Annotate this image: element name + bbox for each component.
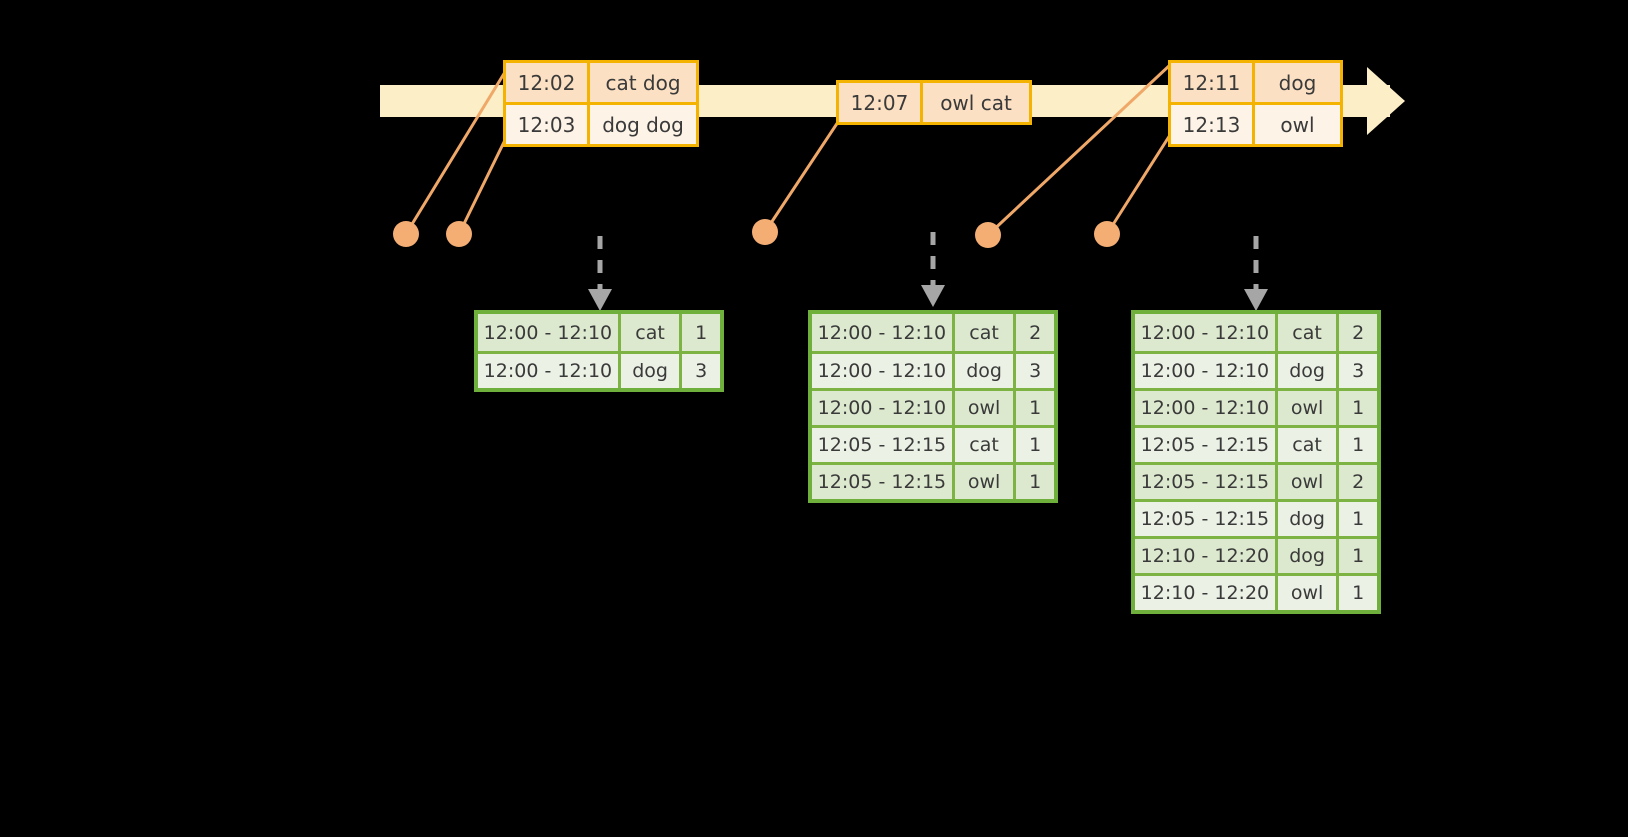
cell-count: 1 [1352, 397, 1365, 419]
event-dots [393, 219, 1120, 248]
event-time: 12:07 [839, 83, 923, 122]
event-row: 12:13 owl [1171, 102, 1340, 144]
cell-count: 3 [695, 360, 708, 382]
event-group-2[interactable]: 12:07 owl cat [836, 80, 1032, 125]
cell-count: 1 [1352, 434, 1365, 456]
event-row: 12:02 cat dog [506, 63, 696, 102]
cell-count: 1 [1029, 397, 1042, 419]
cell-window: 12:05 - 12:15 [812, 465, 955, 499]
cell-count: 2 [1352, 321, 1365, 344]
cell-window: 12:00 - 12:10 [478, 314, 621, 351]
cell-word: cat [621, 314, 683, 351]
cell-count: 1 [1352, 508, 1365, 530]
dashed-arrow-1 [588, 236, 612, 311]
cell-window: 12:00 - 12:10 [1135, 314, 1278, 351]
cell-count: 1 [695, 321, 708, 344]
cell-window: 12:00 - 12:10 [478, 354, 621, 388]
cell-word: dog [955, 354, 1017, 388]
event-time: 12:02 [506, 63, 590, 102]
event-row: 12:03 dog dog [506, 102, 696, 144]
cell-word: cat [955, 428, 1017, 462]
dashed-arrow-3 [1244, 236, 1268, 311]
cell-count: 1 [1352, 545, 1365, 567]
event-group-1[interactable]: 12:02 cat dog 12:03 dog dog [503, 60, 699, 147]
event-words: owl cat [940, 90, 1012, 115]
cell-window: 12:10 - 12:20 [1135, 539, 1278, 573]
cell-window: 12:00 - 12:10 [812, 391, 955, 425]
cell-window: 12:00 - 12:10 [812, 314, 955, 351]
event-words: dog dog [602, 112, 684, 137]
dashed-arrows [588, 232, 1268, 311]
event-words: owl [1280, 112, 1315, 137]
event-dot-2 [446, 221, 472, 247]
cell-count: 2 [1352, 471, 1365, 493]
event-dot-1 [393, 221, 419, 247]
cell-window: 12:05 - 12:15 [1135, 502, 1278, 536]
cell-window: 12:00 - 12:10 [812, 354, 955, 388]
event-dot-5 [1094, 221, 1120, 247]
cell-count: 2 [1029, 321, 1042, 344]
event-dot-3 [752, 219, 778, 245]
event-time: 12:13 [1171, 105, 1255, 144]
dashed-arrow-2 [921, 232, 945, 307]
cell-count: 1 [1352, 582, 1365, 604]
cell-window: 12:00 - 12:10 [1135, 391, 1278, 425]
event-dot-4 [975, 222, 1001, 248]
event-group-3[interactable]: 12:11 dog 12:13 owl [1168, 60, 1343, 147]
event-row: 12:11 dog [1171, 63, 1340, 102]
cell-word: owl [1278, 465, 1340, 499]
cell-word: owl [955, 391, 1017, 425]
cell-word: cat [1278, 314, 1340, 351]
cell-count: 3 [1029, 360, 1042, 382]
cell-window: 12:00 - 12:10 [1135, 354, 1278, 388]
cell-word: cat [955, 314, 1017, 351]
cell-count: 1 [1029, 434, 1042, 456]
cell-count: 3 [1352, 360, 1365, 382]
event-time: 12:03 [506, 105, 590, 144]
cell-count: 1 [1029, 471, 1042, 493]
event-time: 12:11 [1171, 63, 1255, 102]
cell-window: 12:05 - 12:15 [1135, 465, 1278, 499]
cell-window: 12:05 - 12:15 [812, 428, 955, 462]
event-row: 12:07 owl cat [839, 83, 1029, 122]
cell-word: owl [1278, 576, 1340, 610]
cell-word: dog [1278, 502, 1340, 536]
cell-window: 12:10 - 12:20 [1135, 576, 1278, 610]
cell-word: dog [1278, 354, 1340, 388]
event-words: cat dog [605, 70, 681, 95]
cell-word: cat [1278, 428, 1340, 462]
cell-window: 12:05 - 12:15 [1135, 428, 1278, 462]
cell-word: owl [1278, 391, 1340, 425]
cell-word: owl [955, 465, 1017, 499]
cell-word: dog [621, 354, 683, 388]
event-words: dog [1278, 70, 1317, 95]
cell-word: dog [1278, 539, 1340, 573]
